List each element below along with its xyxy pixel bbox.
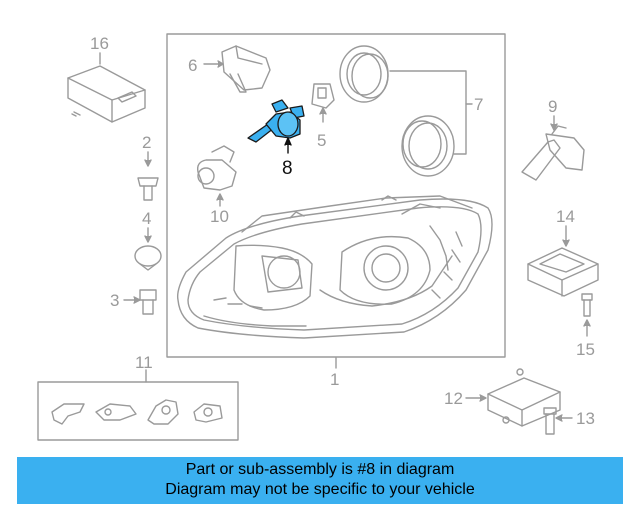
headlamp-housing <box>176 195 493 369</box>
part-7-seals <box>339 45 473 177</box>
callout-14: 14 <box>556 207 575 226</box>
callout-11: 11 <box>135 353 153 372</box>
callout-15: 15 <box>576 340 595 359</box>
callout-8[interactable]: 8 <box>282 158 293 179</box>
callout-16: 16 <box>90 34 109 53</box>
callout-5: 5 <box>317 131 326 150</box>
part-9-bulb <box>521 115 585 181</box>
part-10-bulb <box>196 145 237 207</box>
part-2-screw <box>137 151 159 201</box>
part-5-bulb-socket <box>311 83 335 123</box>
part-3-bolt <box>123 289 157 315</box>
callout-13: 13 <box>576 409 595 428</box>
parts-diagram: 1 2 3 4 5 6 7 8 9 10 11 12 13 14 15 16 <box>37 33 599 441</box>
headlamp-assembly-frame <box>166 33 506 358</box>
callout-3: 3 <box>110 291 119 310</box>
part-8-headlight-bulb-highlighted[interactable] <box>247 99 305 143</box>
part-6-module <box>203 45 271 93</box>
part-13-screw <box>543 407 573 435</box>
callout-9: 9 <box>548 97 557 116</box>
banner-line-part-number: Part or sub-assembly is #8 in diagram <box>185 461 455 478</box>
part-12-control-unit <box>465 368 561 427</box>
callout-1: 1 <box>330 370 339 389</box>
callout-4: 4 <box>142 209 151 228</box>
part-11-bracket-set <box>37 369 239 441</box>
banner-line-disclaimer: Diagram may not be specific to your vehi… <box>165 481 475 498</box>
callout-6: 6 <box>188 56 197 75</box>
callout-2: 2 <box>142 133 151 152</box>
part-16-control-module <box>67 52 146 123</box>
part-14-module <box>527 225 599 297</box>
callout-10: 10 <box>210 207 229 226</box>
part-4-clip <box>134 227 162 271</box>
part-15-screw <box>581 293 593 337</box>
callout-7: 7 <box>474 95 483 114</box>
callout-12: 12 <box>444 389 463 408</box>
diagram-notice-banner: Part or sub-assembly is #8 in diagram Di… <box>17 457 623 504</box>
callout-labels: 1 2 3 4 5 6 7 8 9 10 11 12 13 14 15 16 <box>90 34 595 428</box>
